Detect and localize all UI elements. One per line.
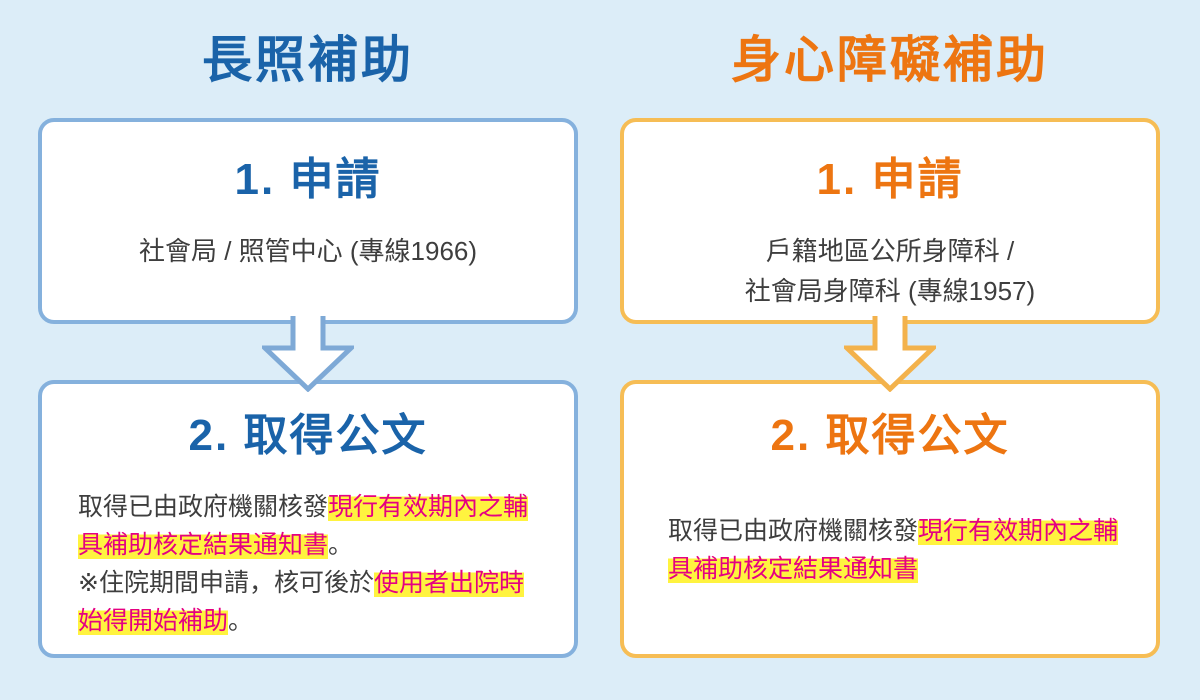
step1-box-disability: 1. 申請 戶籍地區公所身障科 / 社會局身障科 (專線1957) [620,118,1160,324]
text-segment: ※住院期間申請，核可後於 [78,569,374,597]
step2-box-long-term-care: 2. 取得公文 取得已由政府機關核發現行有效期內之輔 具補助核定結果通知書。 ※… [38,380,578,658]
step2-body: 取得已由政府機關核發現行有效期內之輔 具補助核定結果通知書。 ※住院期間申請，核… [42,488,574,640]
highlight-segment: 具補助核定結果通知書 [78,531,329,559]
highlight-segment: 始得開始補助 [78,607,229,635]
body-line: 具補助核定結果通知書 [668,550,1112,588]
body-line: 戶籍地區公所身障科 / [765,236,1015,266]
text-segment: 取得已由政府機關核發 [668,517,919,545]
step1-box-long-term-care: 1. 申請 社會局 / 照管中心 (專線1966) [38,118,578,324]
text-segment: 。 [228,607,254,635]
column-disability: 身心障礙補助 1. 申請 戶籍地區公所身障科 / 社會局身障科 (專線1957)… [620,0,1160,700]
step1-body: 戶籍地區公所身障科 / 社會局身障科 (專線1957) [624,231,1156,311]
column-title-long-term-care: 長照補助 [202,32,414,88]
highlight-segment: 現行有效期內之輔 [918,517,1119,545]
down-arrow-icon [262,316,354,392]
step2-heading: 2. 取得公文 [188,411,428,460]
step1-body: 社會局 / 照管中心 (專線1966) [42,231,574,271]
highlight-segment: 現行有效期內之輔 [328,493,529,521]
column-title-disability: 身心障礙補助 [731,32,1049,88]
body-line: 社會局 / 照管中心 (專線1966) [138,236,478,266]
step1-heading: 1. 申請 [816,155,964,204]
step2-box-disability: 2. 取得公文 取得已由政府機關核發現行有效期內之輔 具補助核定結果通知書 [620,380,1160,658]
highlight-segment: 具補助核定結果通知書 [668,555,919,583]
text-segment: 取得已由政府機關核發 [78,493,329,521]
body-line: 具補助核定結果通知書。 [78,526,538,564]
text-segment: 。 [328,531,354,559]
step2-body: 取得已由政府機關核發現行有效期內之輔 具補助核定結果通知書 [624,512,1156,588]
step1-heading: 1. 申請 [234,155,382,204]
body-line: 始得開始補助。 [78,602,538,640]
column-long-term-care: 長照補助 1. 申請 社會局 / 照管中心 (專線1966) 2. 取得公文 取… [38,0,578,700]
highlight-segment: 使用者出院時 [373,569,524,597]
body-line: 取得已由政府機關核發現行有效期內之輔 [78,488,538,526]
body-line: ※住院期間申請，核可後於使用者出院時 [78,564,538,602]
body-line: 社會局身障科 (專線1957) [744,276,1036,306]
step2-heading: 2. 取得公文 [770,411,1010,460]
body-line: 取得已由政府機關核發現行有效期內之輔 [668,512,1119,550]
down-arrow-icon [844,316,936,392]
